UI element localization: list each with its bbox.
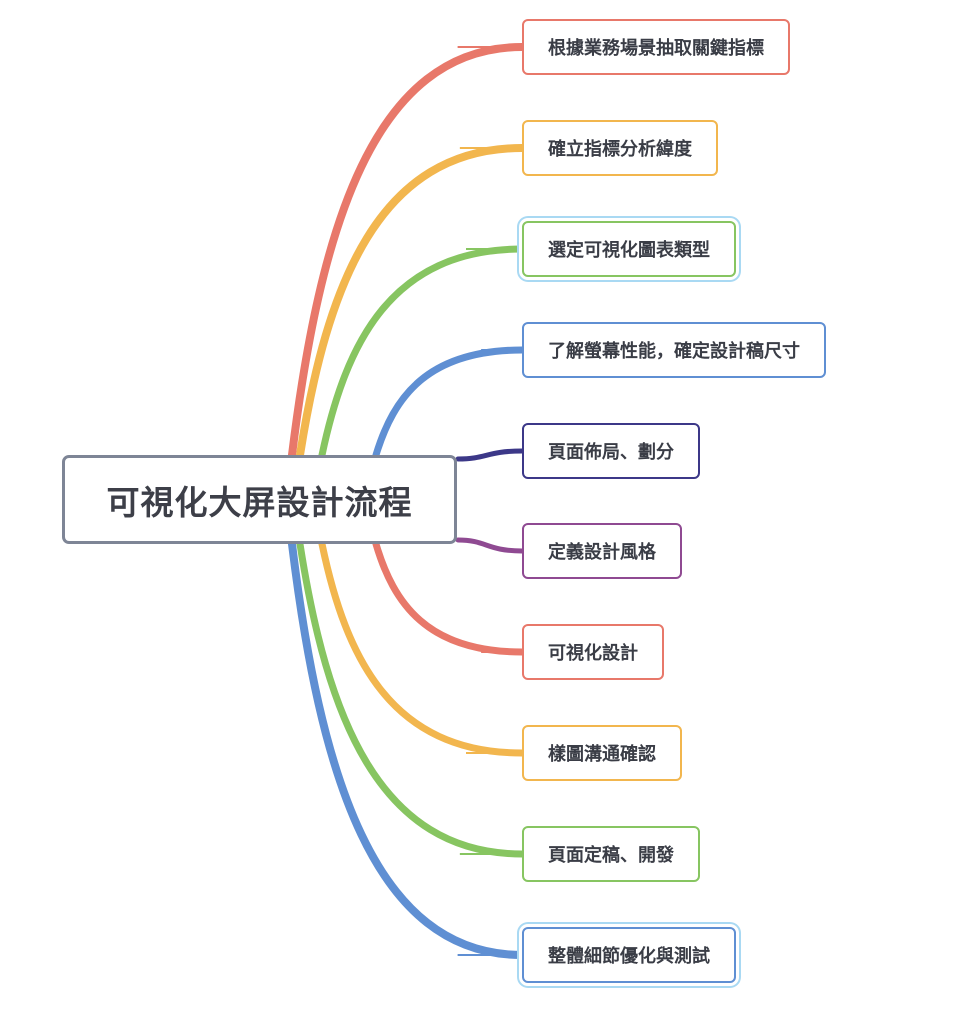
branch-connector — [455, 537, 525, 554]
root-topic[interactable]: 可視化大屏設計流程 — [62, 455, 457, 544]
branch-connector — [296, 144, 526, 459]
topic-node[interactable]: 選定可視化圖表類型 — [522, 221, 736, 277]
topic-node[interactable]: 根據業務場景抽取關鍵指標 — [522, 19, 790, 75]
branch-connector — [372, 346, 526, 459]
branch-connector — [372, 540, 526, 656]
branch-connector — [318, 540, 526, 757]
topic-node[interactable]: 可視化設計 — [522, 624, 664, 680]
branch-connector — [455, 448, 525, 462]
topic-node[interactable]: 頁面定稿、開發 — [522, 826, 700, 882]
topic-node[interactable]: 了解螢幕性能，確定設計稿尺寸 — [522, 322, 826, 378]
branch-connector — [288, 43, 526, 459]
branch-connector — [296, 540, 526, 858]
topic-node[interactable]: 整體細節優化與測試 — [522, 927, 736, 983]
topic-node[interactable]: 定義設計風格 — [522, 523, 682, 579]
branch-connector — [318, 245, 526, 459]
topic-node[interactable]: 確立指標分析緯度 — [522, 120, 718, 176]
branch-connector — [288, 540, 526, 959]
topic-node[interactable]: 頁面佈局、劃分 — [522, 423, 700, 479]
topic-node[interactable]: 樣圖溝通確認 — [522, 725, 682, 781]
